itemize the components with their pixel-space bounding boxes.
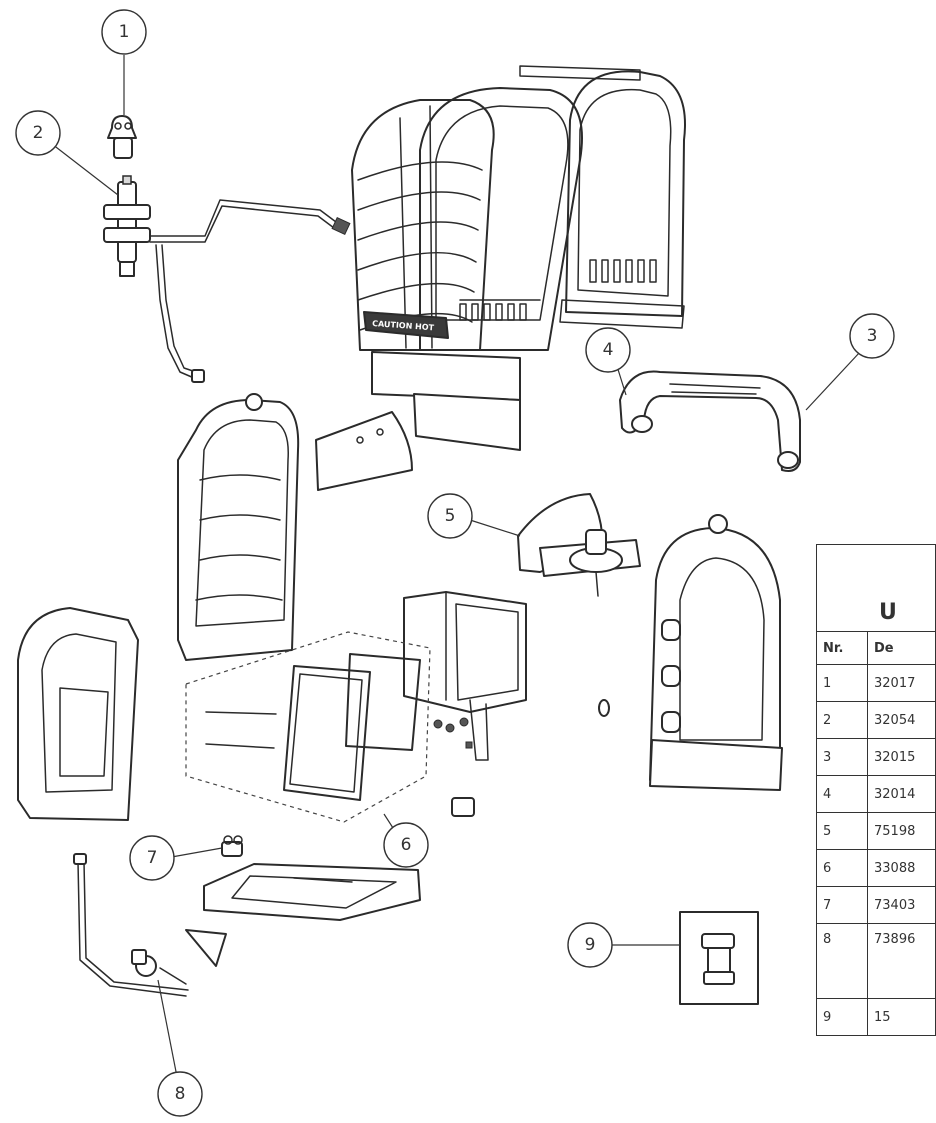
part-base-tray: [203, 863, 421, 921]
part-8-thermocouple: [73, 853, 189, 997]
part-front-grill-frame: [17, 607, 139, 821]
callout-2-label: 2: [33, 123, 44, 143]
parts-table-header-row: Nr. De: [816, 631, 936, 665]
callout-4-label: 4: [603, 340, 614, 360]
part-code: 73403: [867, 886, 936, 924]
part-number: 5: [816, 812, 868, 850]
part-6-ceramic-burner-group: [185, 631, 475, 823]
part-3-4-handle: [619, 370, 801, 472]
part-reflector-panel: [519, 65, 686, 329]
part-5-regulator: [517, 493, 641, 597]
part-code: 33088: [867, 849, 936, 887]
callout-7-label: 7: [147, 848, 158, 868]
callout-8: 8: [157, 1071, 203, 1117]
callout-6-label: 6: [401, 835, 412, 855]
part-2-valve-assembly: [103, 175, 351, 383]
part-number: 6: [816, 849, 868, 887]
part-code: 32017: [867, 664, 936, 702]
callout-4: 4: [585, 327, 631, 373]
part-side-housing: [598, 514, 783, 791]
callout-6: 6: [383, 822, 429, 868]
part-code: 75198: [867, 812, 936, 850]
callout-9: 9: [567, 922, 613, 968]
part-number: 4: [816, 775, 868, 813]
part-heat-plate: [371, 351, 521, 451]
part-code: 73896: [867, 923, 936, 999]
callout-2: 2: [15, 110, 61, 156]
part-number: 9: [816, 998, 868, 1036]
part-9-fitting: [679, 911, 759, 1005]
part-bracket-top: [315, 411, 413, 491]
part-front-shell: CAUTION HOT: [363, 87, 583, 351]
part-7-pilot-holder: [221, 835, 243, 857]
callout-3: 3: [849, 313, 895, 359]
header-desc: De: [867, 631, 936, 665]
callout-3-label: 3: [867, 326, 878, 346]
part-code: 32014: [867, 775, 936, 813]
parts-table-title: U: [816, 544, 936, 632]
callout-8-label: 8: [175, 1084, 186, 1104]
reflector-vents: [589, 259, 657, 283]
part-number: 7: [816, 886, 868, 924]
callout-9-label: 9: [585, 935, 596, 955]
callout-5: 5: [427, 493, 473, 539]
caution-hot-label: CAUTION HOT: [372, 319, 435, 332]
callout-1: 1: [101, 9, 147, 55]
callout-5-label: 5: [445, 506, 456, 526]
part-code: 32054: [867, 701, 936, 739]
parts-table-title-row: U: [816, 544, 936, 632]
part-number: 3: [816, 738, 868, 776]
callout-7: 7: [129, 835, 175, 881]
exploded-parts-diagram: CAUTION HOT: [15, 9, 895, 1117]
part-number: 2: [816, 701, 868, 739]
header-nr: Nr.: [816, 631, 868, 665]
part-rear-housing: [177, 393, 300, 661]
part-number: 1: [816, 664, 868, 702]
callout-1-label: 1: [119, 22, 130, 42]
front-shell-vents: [459, 303, 527, 321]
part-wire-guard: [351, 99, 495, 351]
leader-lines: [51, 55, 861, 1093]
part-1-igniter-cap: [107, 115, 137, 159]
part-code: 15: [867, 998, 936, 1036]
part-burner-enclosure: [403, 591, 527, 761]
part-number: 8: [816, 923, 868, 999]
part-code: 32015: [867, 738, 936, 776]
part-small-bracket: [185, 929, 227, 967]
